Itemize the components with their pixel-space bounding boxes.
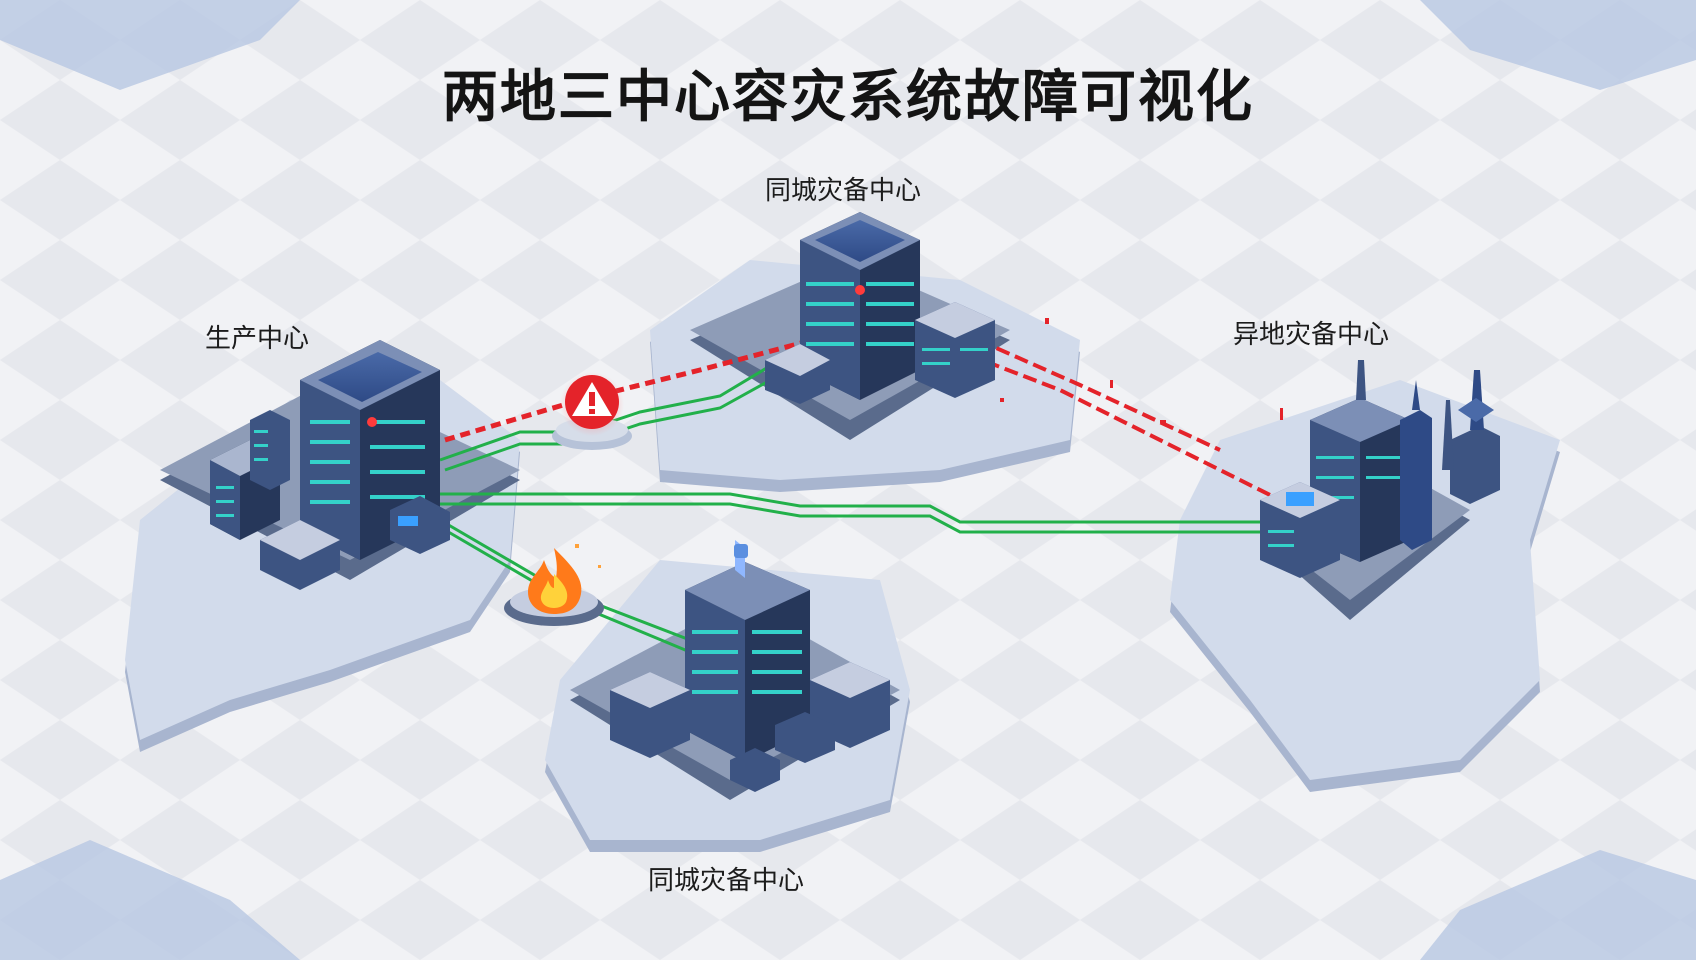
link-production-to-remote	[440, 492, 1280, 534]
landmark-remote	[1442, 370, 1500, 504]
building-production-side	[210, 410, 450, 590]
building-same-city-bottom-side	[610, 662, 890, 792]
link-fault-production-top	[444, 327, 851, 443]
building-same-city-bottom-main	[685, 540, 810, 762]
label-production-center: 生产中心	[205, 324, 310, 354]
page-title: 两地三中心容灾系统故障可视化	[442, 65, 1254, 130]
warning-icon[interactable]	[552, 372, 632, 450]
label-same-city-bottom: 同城灾备中心	[648, 866, 805, 896]
label-same-city-top: 同城灾备中心	[765, 176, 922, 206]
building-same-city-top-side	[765, 302, 995, 404]
label-remote-center: 异地灾备中心	[1233, 320, 1390, 350]
fire-icon[interactable]	[504, 544, 604, 626]
building-remote-main	[1260, 360, 1432, 578]
